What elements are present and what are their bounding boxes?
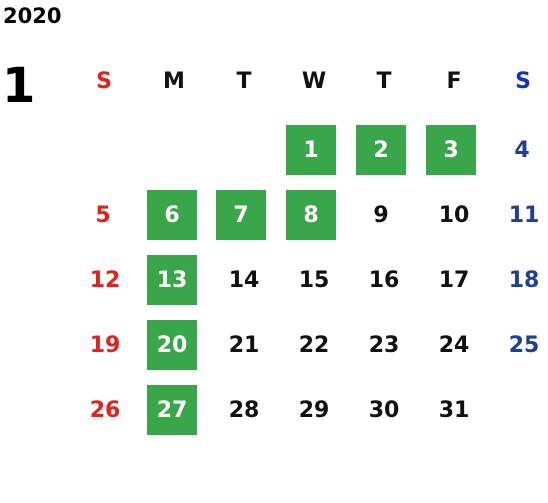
- year-label: 2020: [3, 4, 62, 28]
- day-cell[interactable]: 27: [147, 385, 197, 435]
- weekday-header-mon: M: [163, 68, 185, 94]
- day-cell[interactable]: 25: [508, 332, 540, 358]
- weekday-header-sun: S: [96, 68, 112, 94]
- day-cell[interactable]: 1: [286, 125, 336, 175]
- weekday-header-tue: T: [236, 68, 252, 94]
- day-cell[interactable]: 4: [514, 137, 530, 163]
- day-cell[interactable]: 28: [228, 397, 260, 423]
- day-cell[interactable]: 31: [438, 397, 470, 423]
- day-cell[interactable]: 23: [368, 332, 400, 358]
- weekday-header-thu: T: [376, 68, 392, 94]
- day-cell[interactable]: 6: [147, 190, 197, 240]
- day-cell[interactable]: 2: [356, 125, 406, 175]
- day-cell[interactable]: 18: [508, 267, 540, 293]
- day-cell[interactable]: 22: [298, 332, 330, 358]
- day-cell[interactable]: 19: [89, 332, 121, 358]
- weekday-header-wed: W: [301, 68, 327, 94]
- day-cell[interactable]: 30: [368, 397, 400, 423]
- day-cell[interactable]: 20: [147, 320, 197, 370]
- weekday-header-sat: S: [515, 68, 531, 94]
- day-cell[interactable]: 21: [228, 332, 260, 358]
- weekday-header-fri: F: [446, 68, 462, 94]
- day-cell[interactable]: 16: [368, 267, 400, 293]
- day-cell[interactable]: 14: [228, 267, 260, 293]
- day-cell[interactable]: 5: [95, 202, 111, 228]
- day-cell[interactable]: 10: [438, 202, 470, 228]
- day-cell[interactable]: 8: [286, 190, 336, 240]
- month-number: 1: [2, 58, 36, 114]
- day-cell[interactable]: 24: [438, 332, 470, 358]
- day-cell[interactable]: 11: [508, 202, 540, 228]
- day-cell[interactable]: 17: [438, 267, 470, 293]
- day-cell[interactable]: 12: [89, 267, 121, 293]
- day-cell[interactable]: 26: [89, 397, 121, 423]
- day-cell[interactable]: 9: [373, 202, 389, 228]
- day-cell[interactable]: 15: [298, 267, 330, 293]
- day-cell[interactable]: 29: [298, 397, 330, 423]
- day-cell[interactable]: 13: [147, 255, 197, 305]
- day-cell[interactable]: 3: [426, 125, 476, 175]
- day-cell[interactable]: 7: [216, 190, 266, 240]
